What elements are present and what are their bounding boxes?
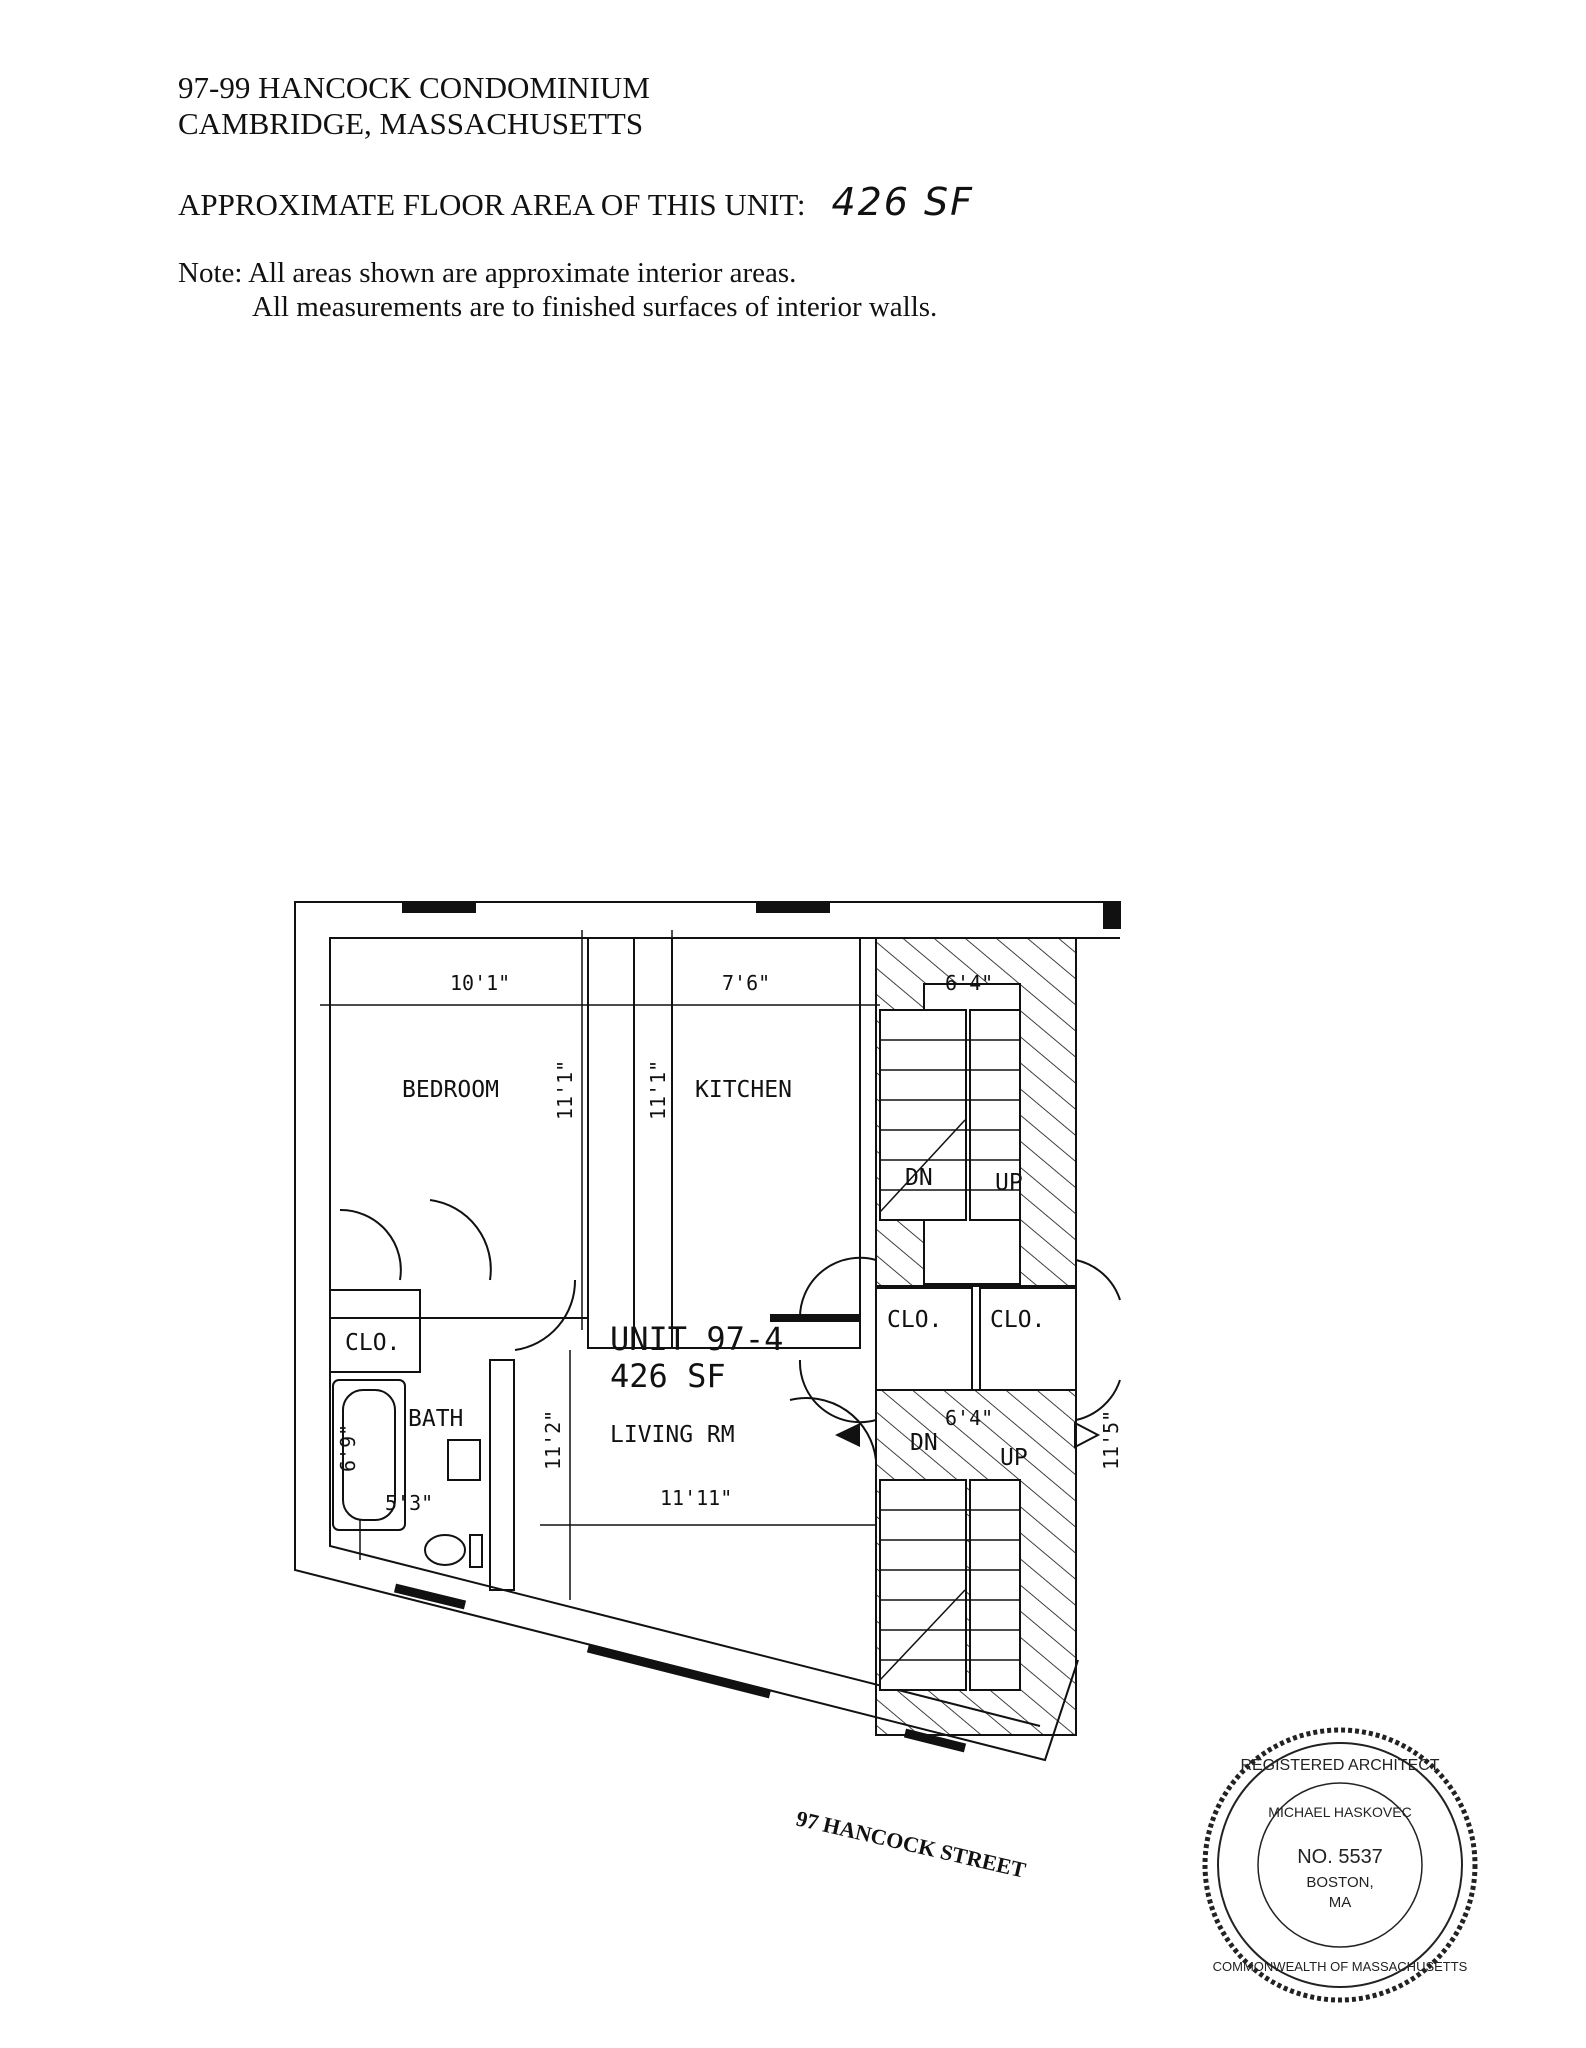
bathtub-inner <box>342 1389 396 1521</box>
architect-seal: REGISTERED ARCHITECT MICHAEL HASKOVEC NO… <box>1202 1727 1478 2003</box>
room-label-bedroom: BEDROOM <box>402 1077 499 1103</box>
unit-area: 426 SF <box>610 1357 726 1395</box>
floor-area-handwritten-value: 426 SF <box>831 180 975 224</box>
toilet-tank <box>469 1534 483 1568</box>
stair-label-up-upper: UP <box>995 1170 1023 1196</box>
stair-treads-upper <box>879 983 1021 1285</box>
room-label-kitchen: KITCHEN <box>695 1077 792 1103</box>
dim-living-depth: 11'2" <box>541 1410 565 1470</box>
seal-name: MICHAEL HASKOVEC <box>1268 1804 1411 1820</box>
note-line-2: All measurements are to finished surface… <box>252 291 938 323</box>
arrow-right-icon <box>1074 1421 1101 1449</box>
dim-bedroom-width: 10'1" <box>450 971 510 995</box>
window-living <box>586 1643 772 1699</box>
room-label-closet-bedroom: CLO. <box>345 1330 400 1356</box>
dim-hall-depth: 11'5" <box>1099 1410 1123 1470</box>
stair-label-down-lower: DN <box>910 1430 938 1456</box>
closet-bedroom <box>329 1289 421 1373</box>
dim-bedroom-depth: 11'1" <box>553 1060 577 1120</box>
seal-state: MA <box>1329 1894 1352 1911</box>
window-kitchen <box>756 901 830 913</box>
door-swing-closet <box>339 1208 402 1281</box>
toilet <box>424 1534 466 1566</box>
room-label-living: LIVING RM <box>610 1422 735 1448</box>
door-swing-lower <box>798 1359 877 1424</box>
door-swing-stair-lower <box>789 1397 877 1461</box>
bathtub <box>332 1379 406 1531</box>
seal-ring-bottom: COMMONWEALTH OF MASSACHUSETTS <box>1213 1959 1468 1974</box>
street-label: 97 HANCOCK STREET <box>794 1806 1029 1883</box>
bath-wall <box>489 1359 515 1591</box>
dim-bath-depth: 6'9" <box>336 1424 360 1472</box>
dim-bath-width: 5'3" <box>385 1491 433 1515</box>
seal-number: NO. 5537 <box>1297 1846 1383 1868</box>
door-swing-right-upper <box>1075 1259 1121 1301</box>
floor-plan: BEDROOM KITCHEN CLO. CLO. CLO. BATH LIVI… <box>294 901 1478 2003</box>
window-bath <box>393 1583 467 1610</box>
seal-ring-top: REGISTERED ARCHITECT <box>1240 1757 1439 1774</box>
stair-label-down-upper: DN <box>905 1165 933 1191</box>
dim-kitchen-depth: 11'1" <box>646 1060 670 1120</box>
dim-stair-lower-width: 6'4" <box>945 1406 993 1430</box>
floor-area-row: APPROXIMATE FLOOR AREA OF THIS UNIT: 426 … <box>178 180 974 224</box>
door-swing-bath <box>429 1199 492 1281</box>
room-label-closet-hall-left: CLO. <box>887 1307 942 1333</box>
partition-wall-kitchen <box>633 937 673 1349</box>
arrow-left-icon <box>835 1423 860 1447</box>
window-bedroom <box>402 901 476 913</box>
partition-wall-bedroom-kitchen <box>587 937 635 1349</box>
dimension-lines <box>320 930 880 1600</box>
bath-sink <box>447 1439 481 1481</box>
dim-kitchen-width: 7'6" <box>722 971 770 995</box>
project-location: CAMBRIDGE, MASSACHUSETTS <box>178 106 644 141</box>
bedroom-outline <box>329 937 589 1319</box>
stair-tread-lines-lower <box>879 1509 1020 1681</box>
seal-city: BOSTON, <box>1306 1874 1373 1891</box>
door-swing-right-lower <box>1075 1379 1121 1421</box>
dim-stair-upper-width: 6'4" <box>945 971 993 995</box>
window-hall <box>1103 901 1121 929</box>
stair-treads-lower <box>879 1479 1021 1691</box>
floor-area-label: APPROXIMATE FLOOR AREA OF THIS UNIT: <box>178 187 806 222</box>
dim-living-width: 11'11" <box>660 1486 732 1510</box>
stair-tread-lines-upper <box>879 1039 1020 1213</box>
room-label-bath: BATH <box>408 1406 463 1432</box>
project-title: 97-99 HANCOCK CONDOMINIUM <box>178 70 650 105</box>
stair-label-up-lower: UP <box>1000 1445 1028 1471</box>
closet-hall-left <box>875 1287 973 1391</box>
room-label-closet-hall-right: CLO. <box>990 1307 1045 1333</box>
kitchen-outline <box>671 937 861 1349</box>
unit-name: UNIT 97-4 <box>610 1320 783 1358</box>
closet-hall-right <box>979 1287 1077 1391</box>
note-line-1: Note: All areas shown are approximate in… <box>178 257 797 289</box>
door-swing-upper <box>798 1256 877 1321</box>
door-swing-living <box>514 1279 577 1351</box>
